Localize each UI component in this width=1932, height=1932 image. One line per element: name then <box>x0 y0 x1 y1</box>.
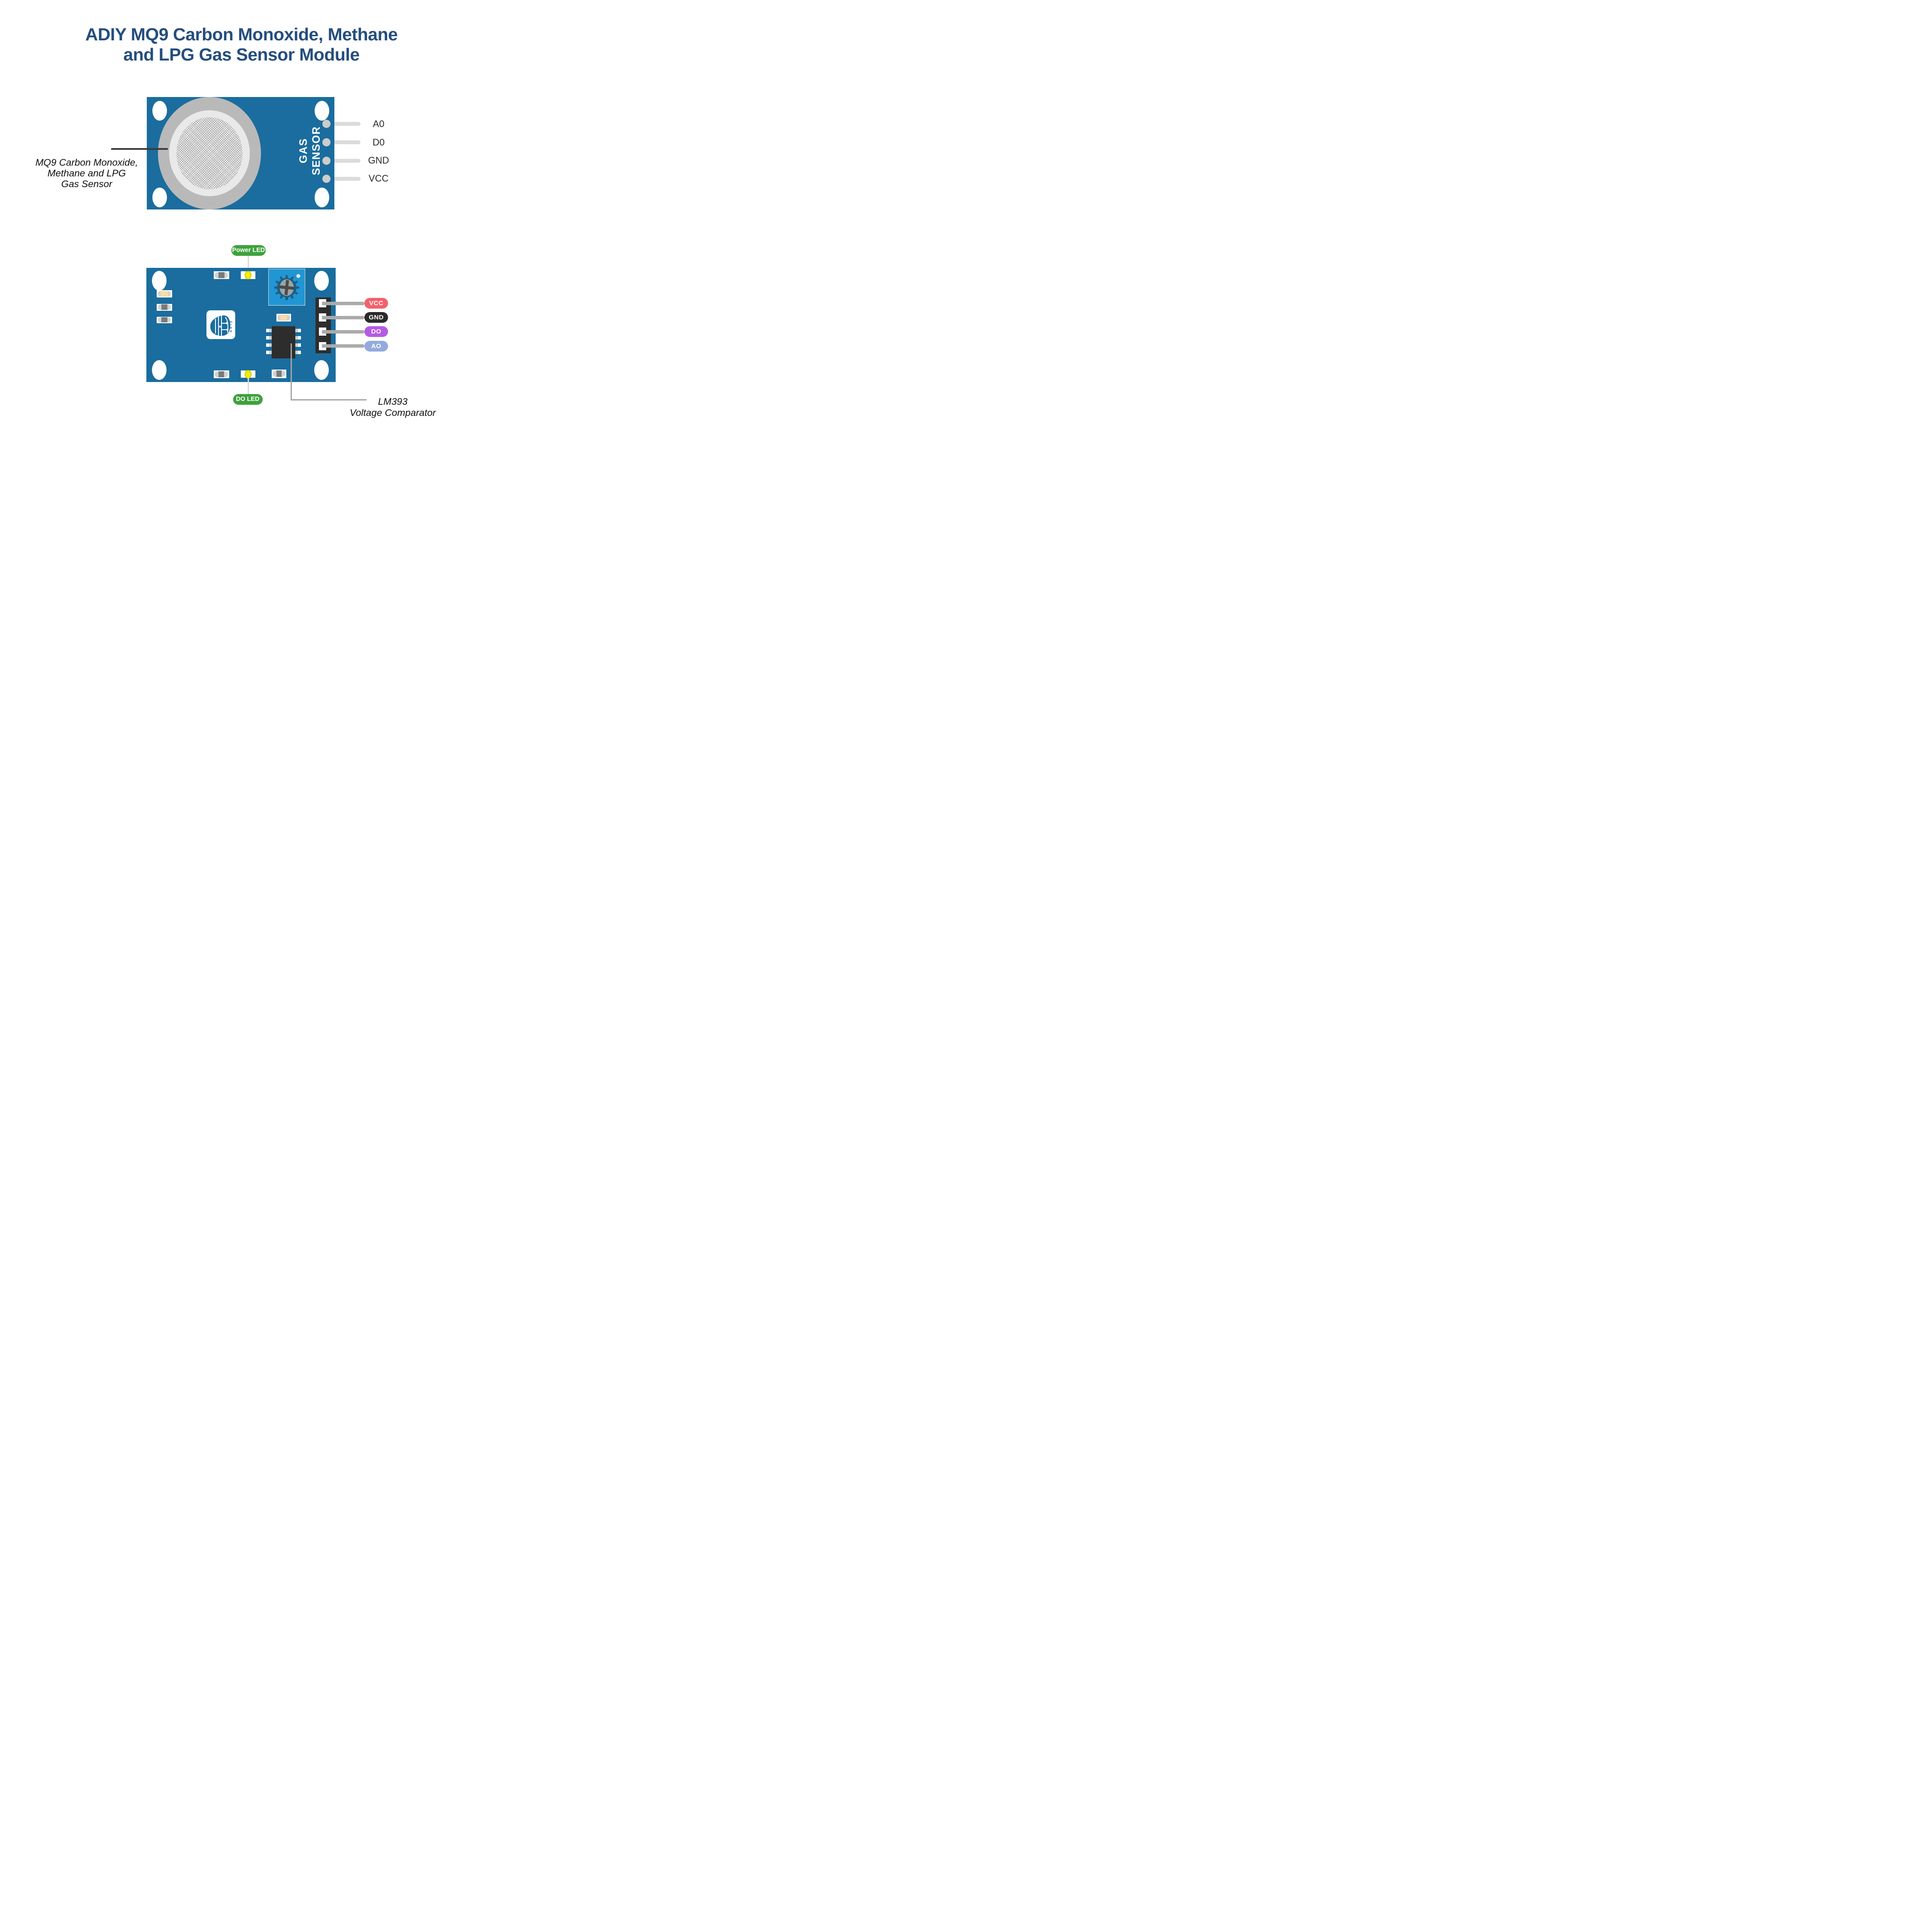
back-lead-do <box>322 330 364 334</box>
ic-pin <box>266 351 272 354</box>
pin-pill-vcc: VCC <box>364 298 388 309</box>
front-pin-label-vcc: VCC <box>368 173 389 184</box>
smd-capacitor-center <box>276 314 291 321</box>
do-led-leader-line <box>247 377 249 394</box>
front-pin-pad-vcc <box>322 174 331 183</box>
diagram-canvas: ADIY MQ9 Carbon Monoxide, Methane and LP… <box>0 0 483 483</box>
front-lead-gnd <box>334 158 361 163</box>
smd-capacitor-left <box>157 290 172 297</box>
smd-resistor-bottom-right <box>272 370 286 378</box>
adiy-logo: adiy <box>206 310 235 339</box>
front-board: GAS SENSOR <box>147 97 334 209</box>
pin-pill-do: DO <box>364 326 388 337</box>
page-title-line1: ADIY MQ9 Carbon Monoxide, Methane <box>85 24 398 44</box>
pin-pill-gnd: GND <box>364 312 388 323</box>
back-mounting-hole-bl <box>152 360 167 380</box>
sensor-annotation-line3: Gas Sensor <box>61 179 112 189</box>
front-pin-pad-a0 <box>322 120 331 128</box>
smd-resistor-bottom-left <box>213 370 229 378</box>
front-pin-label-d0: D0 <box>372 136 385 148</box>
back-mounting-hole-tr <box>314 270 329 291</box>
ic-pin <box>295 336 301 340</box>
ic-pin <box>295 351 301 354</box>
back-lead-vcc <box>322 301 364 305</box>
lm393-annotation-line1: LM393 <box>378 396 408 407</box>
front-pin-pad-gnd <box>322 156 331 165</box>
power-led <box>245 271 252 279</box>
adiy-brain-icon: adiy <box>210 315 233 337</box>
sensor-annotation-line2: Methane and LPG <box>47 168 126 179</box>
back-lead-ao <box>322 344 364 348</box>
front-mounting-hole-tl <box>152 101 167 121</box>
back-board: adiy <box>146 268 336 382</box>
ic-pin <box>295 343 301 347</box>
front-lead-vcc <box>334 176 361 181</box>
front-mounting-hole-bl <box>152 188 167 207</box>
power-led-leader-line <box>247 255 249 274</box>
ic-pin <box>295 329 301 332</box>
sensor-annotation-line1: MQ9 Carbon Monoxide, <box>35 157 138 168</box>
lm393-annotation: LM393 Voltage Comparator <box>339 396 446 419</box>
do-led-callout: DO LED <box>233 394 263 405</box>
lm393-annotation-line2: Voltage Comparator <box>349 407 436 418</box>
ic-pin <box>266 343 272 347</box>
lm393-leader-vertical <box>291 343 292 400</box>
back-lead-gnd <box>322 315 364 319</box>
lm393-leader-horizontal <box>291 399 367 400</box>
front-mounting-hole-br <box>315 188 329 207</box>
potentiometer <box>268 269 305 306</box>
pin-pill-ao: AO <box>364 340 388 352</box>
gas-sensor-mesh <box>176 117 243 189</box>
sensor-annotation: MQ9 Carbon Monoxide, Methane and LPG Gas… <box>31 157 143 189</box>
page-title-line2: and LPG Gas Sensor Module <box>123 45 360 64</box>
power-led-callout: Power LED <box>231 245 266 256</box>
adiy-logo-text: adiy <box>229 319 233 332</box>
sensor-annotation-leader-line <box>111 148 168 150</box>
smd-resistor-left-2 <box>157 316 172 323</box>
smd-resistor-top <box>213 271 229 279</box>
smd-resistor-left-1 <box>157 303 172 311</box>
front-lead-d0 <box>334 140 361 144</box>
front-pin-label-a0: A0 <box>373 118 385 129</box>
front-mounting-hole-tr <box>315 101 329 121</box>
ic-pin <box>266 329 272 332</box>
back-mounting-hole-br <box>314 360 329 380</box>
pin-header <box>315 297 331 353</box>
back-mounting-hole-tl <box>152 270 167 291</box>
potentiometer-gear-icon <box>274 274 300 300</box>
front-pin-pad-d0 <box>322 138 331 146</box>
front-silkscreen-text: GAS SENSOR <box>297 126 322 176</box>
page-title: ADIY MQ9 Carbon Monoxide, Methane and LP… <box>0 24 483 65</box>
ic-pin <box>266 336 272 340</box>
front-pin-label-gnd: GND <box>368 155 389 166</box>
front-lead-a0 <box>334 122 361 126</box>
